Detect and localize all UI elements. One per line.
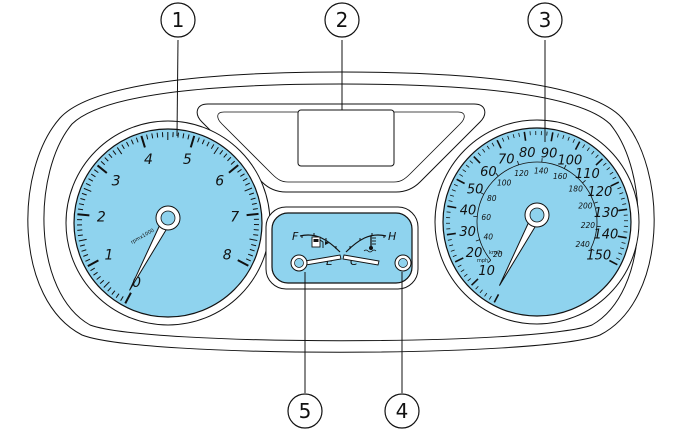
- speedometer-mph-number: 120: [588, 185, 613, 200]
- speedometer-mph-number: 10: [478, 264, 495, 279]
- fuel-gauge-hub-inner: [295, 259, 304, 268]
- tachometer-number: 2: [97, 210, 106, 226]
- tachometer-number: 4: [144, 152, 153, 168]
- message-center-display: [298, 110, 394, 166]
- tachometer-number: 5: [183, 152, 192, 168]
- tachometer-major-tick: [247, 214, 259, 215]
- callout-5-number: 5: [299, 399, 312, 423]
- speedometer-mph-number: 30: [459, 225, 476, 240]
- tachometer-hub-inner: [161, 211, 175, 225]
- speedometer-kmh-number: 80: [487, 194, 497, 203]
- speedometer-kmh-number: 120: [514, 169, 529, 178]
- fuel-full-label: F: [292, 230, 299, 243]
- tachometer-minor-tick: [78, 235, 83, 236]
- tachometer-minor-tick: [157, 133, 158, 138]
- speedometer-kmh-number: 220: [581, 221, 596, 230]
- speedometer-mph-label: mph: [477, 258, 488, 264]
- tachometer-number: 8: [223, 247, 232, 263]
- speedometer-kmh-number: 40: [484, 233, 494, 242]
- tachometer-minor-tick: [178, 133, 179, 138]
- speedometer-mph-number: 90: [541, 147, 558, 162]
- speedometer-mph-number: 140: [594, 228, 619, 243]
- temperature-gauge-hub-inner: [399, 259, 408, 268]
- callout-1: 1: [161, 3, 195, 37]
- speedometer-mph-number: 60: [480, 165, 497, 180]
- speedometer-kmh-number: 100: [497, 179, 512, 188]
- speedometer-mph-number: 70: [498, 153, 515, 168]
- speedometer-mph-number: 110: [575, 167, 600, 182]
- callout-3: 3: [528, 3, 562, 37]
- speedometer-kmh-label: km/h: [489, 250, 502, 256]
- tachometer-major-tick: [77, 214, 89, 215]
- speedometer-kmh-number: 200: [578, 202, 593, 211]
- temperature-hot-label: H: [388, 230, 396, 243]
- speedometer-mph-number: 50: [467, 183, 484, 198]
- callout-1-number: 1: [172, 8, 185, 32]
- speedometer-kmh-number: 240: [575, 240, 590, 249]
- tachometer-number: 7: [230, 209, 239, 225]
- speedometer-hub-inner: [530, 208, 544, 222]
- speedometer-mph-number: 130: [594, 206, 619, 221]
- speedometer-kmh-number: 180: [569, 184, 584, 193]
- callout-2: 2: [325, 3, 359, 37]
- speedometer-kmh-number: 60: [481, 213, 491, 222]
- tachometer-number: 6: [215, 173, 224, 189]
- small-gauges-face: [272, 213, 412, 283]
- tachometer-minor-tick: [253, 235, 258, 236]
- callout-2-number: 2: [336, 8, 349, 32]
- speedometer-kmh-number: 160: [553, 172, 568, 181]
- callout-3-number: 3: [539, 8, 552, 32]
- speedometer-kmh-number: 140: [534, 167, 549, 176]
- speedometer-mph-number: 80: [519, 146, 536, 161]
- speedometer-mph-number: 150: [586, 248, 611, 263]
- callout-5: 5: [288, 394, 322, 428]
- callout-4: 4: [385, 394, 419, 428]
- tachometer-number: 1: [105, 248, 114, 264]
- callout-4-number: 4: [396, 399, 409, 423]
- tachometer-number: 3: [112, 174, 121, 190]
- fuel-and-temperature-gauges: F E H C: [266, 207, 418, 289]
